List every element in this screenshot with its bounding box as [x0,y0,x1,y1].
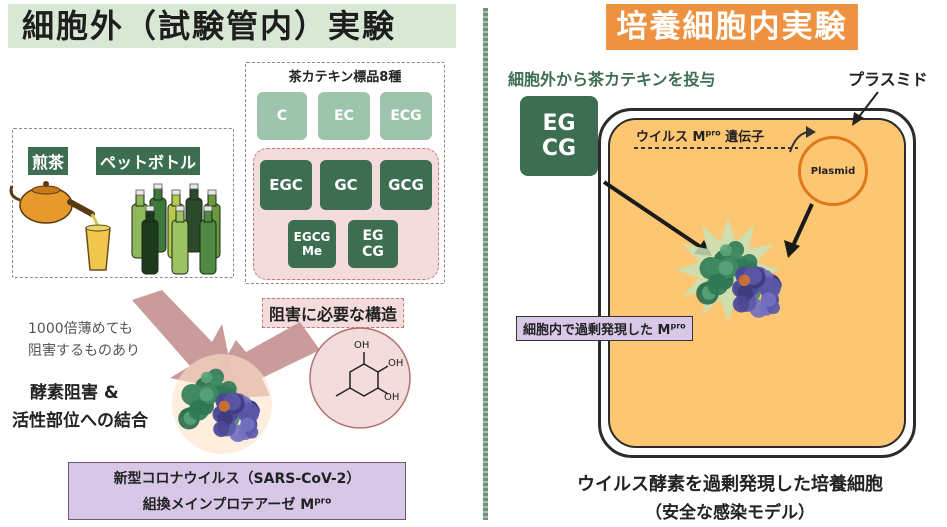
required-structure-label: 阻害に必要な構造 [262,298,405,328]
cell-caption-line2: （安全な感染モデル） [645,503,815,523]
overexpressed-label: 細胞内で過剰発現した Mpro [516,316,693,341]
pet-bottle-label: ペットボトル [96,147,201,175]
target-line2-sup: pro [314,496,332,507]
sencha-label: 煎茶 [28,147,69,175]
catechin-ec: EC [318,92,370,140]
inhibition-line1: 酵素阻害 & [30,383,119,403]
catechin-egcg: EG CG [348,220,398,268]
egcg-line1: EG [362,228,384,244]
viral-gene-label: ウイルス Mpro 遺伝子 [636,126,764,145]
catechin-standards-box [245,62,445,284]
dilution-note-line1: 1000倍薄めても [28,321,133,337]
panel-divider [483,8,488,520]
catechin-gc: GC [320,160,372,210]
right-panel-title: 培養細胞内実験 [606,4,858,50]
plasmid-callout: プラスミド [848,70,928,89]
target-protein-box [68,462,406,520]
viral-gene-suffix: 遺伝子 [720,130,765,145]
overexpressed-prefix: 細胞内で過剰発現した M [523,323,671,338]
catechin-egcg-me: EGCG Me [288,220,336,268]
egcg-me-line1: EGCG [293,230,331,244]
target-line2: 組換メインプロテアーゼ Mpro [68,494,406,514]
catechin-standards-title: 茶カテキン標品8種 [288,70,402,85]
tea-sources-box [12,128,234,278]
overexpressed-sup: pro [670,321,686,331]
structure-oh-bottom: OH [384,392,400,403]
target-line1: 新型コロナウイルス（SARS-CoV-2） [113,471,361,487]
egcg-dose-card: EG CG [520,96,598,176]
structure-oh-top: OH [354,340,370,351]
viral-gene-sup: pro [705,128,721,138]
egcg-dose-line1: EG [542,111,576,136]
catechin-egc: EGC [260,160,312,210]
egcg-dose-line2: CG [541,136,577,161]
inhibition-line2: 活性部位への結合 [12,411,148,431]
dosing-label: 細胞外から茶カテキンを投与 [508,70,716,89]
egcg-me-line2: Me [301,244,323,258]
left-panel-title: 細胞外（試験管内）実験 [8,4,456,48]
target-line2-text: 組換メインプロテアーゼ M [142,497,315,513]
structure-oh-mid: OH [388,358,404,369]
plasmid-inner-label: Plasmid [810,165,856,177]
catechin-ecg: ECG [380,92,432,140]
cell-caption-line1: ウイルス酵素を過剰発現した培養細胞 [577,474,883,495]
dilution-note-line2: 阻害するものあり [28,343,140,359]
plasmid-circle: Plasmid [798,136,868,206]
catechin-gcg: GCG [380,160,432,210]
catechin-c: C [257,92,307,140]
egcg-line2: CG [362,244,384,260]
viral-gene-prefix: ウイルス M [636,130,706,145]
